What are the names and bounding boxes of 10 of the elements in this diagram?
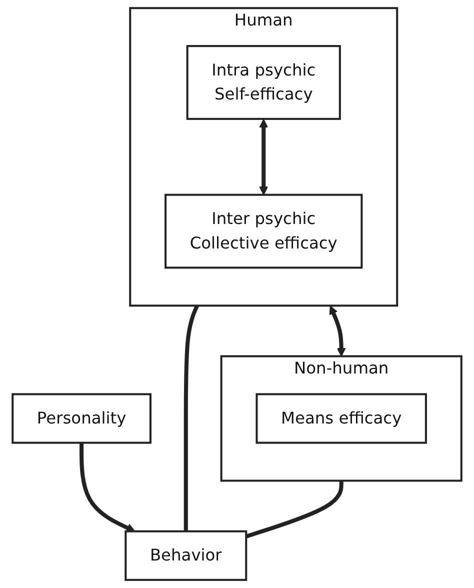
node-box: Inter psychic Collective efficacy [164, 194, 363, 269]
arrow [329, 306, 346, 357]
arrow [259, 118, 268, 196]
connector [184, 304, 200, 532]
connector [246, 480, 344, 538]
node-box: Means efficacy [256, 393, 427, 444]
node-box: Intra psychic Self-efficacy [186, 45, 341, 120]
arrow [80, 442, 136, 532]
node-box: Personality [12, 393, 152, 444]
node-box: Behavior [124, 530, 248, 581]
